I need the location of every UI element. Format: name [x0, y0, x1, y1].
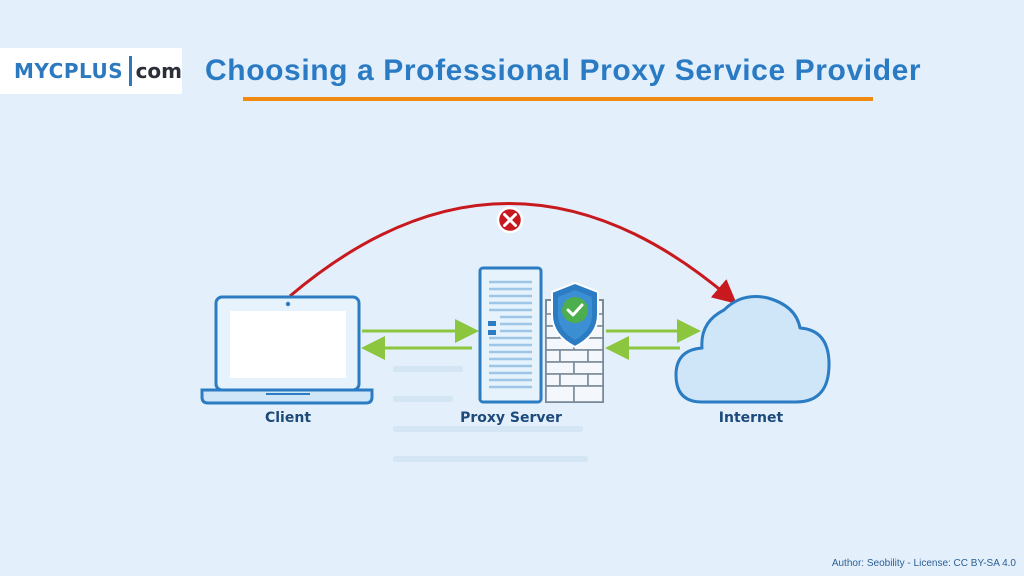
client-label: Client	[264, 410, 312, 426]
logo-divider	[129, 56, 132, 86]
shield-check-icon	[551, 281, 599, 349]
logo-text-mycplus: MYCPLUS	[14, 59, 124, 83]
blocked-direct-arrow	[289, 202, 737, 304]
laptop-icon	[200, 295, 374, 405]
server-icon	[478, 266, 543, 404]
site-logo[interactable]: MYCPLUS com	[0, 48, 182, 94]
license-credit: Author: Seobility - License: CC BY-SA 4.…	[831, 558, 1016, 569]
page-title: Choosing a Professional Proxy Service Pr…	[205, 54, 922, 87]
title-underline	[243, 97, 873, 101]
cloud-icon	[674, 295, 831, 404]
blocked-x-icon	[496, 206, 524, 234]
proxy-server-label: Proxy Server	[460, 410, 562, 426]
logo-text-com: com	[135, 59, 182, 83]
background-code-lines	[393, 366, 588, 462]
internet-label: Internet	[718, 410, 784, 426]
